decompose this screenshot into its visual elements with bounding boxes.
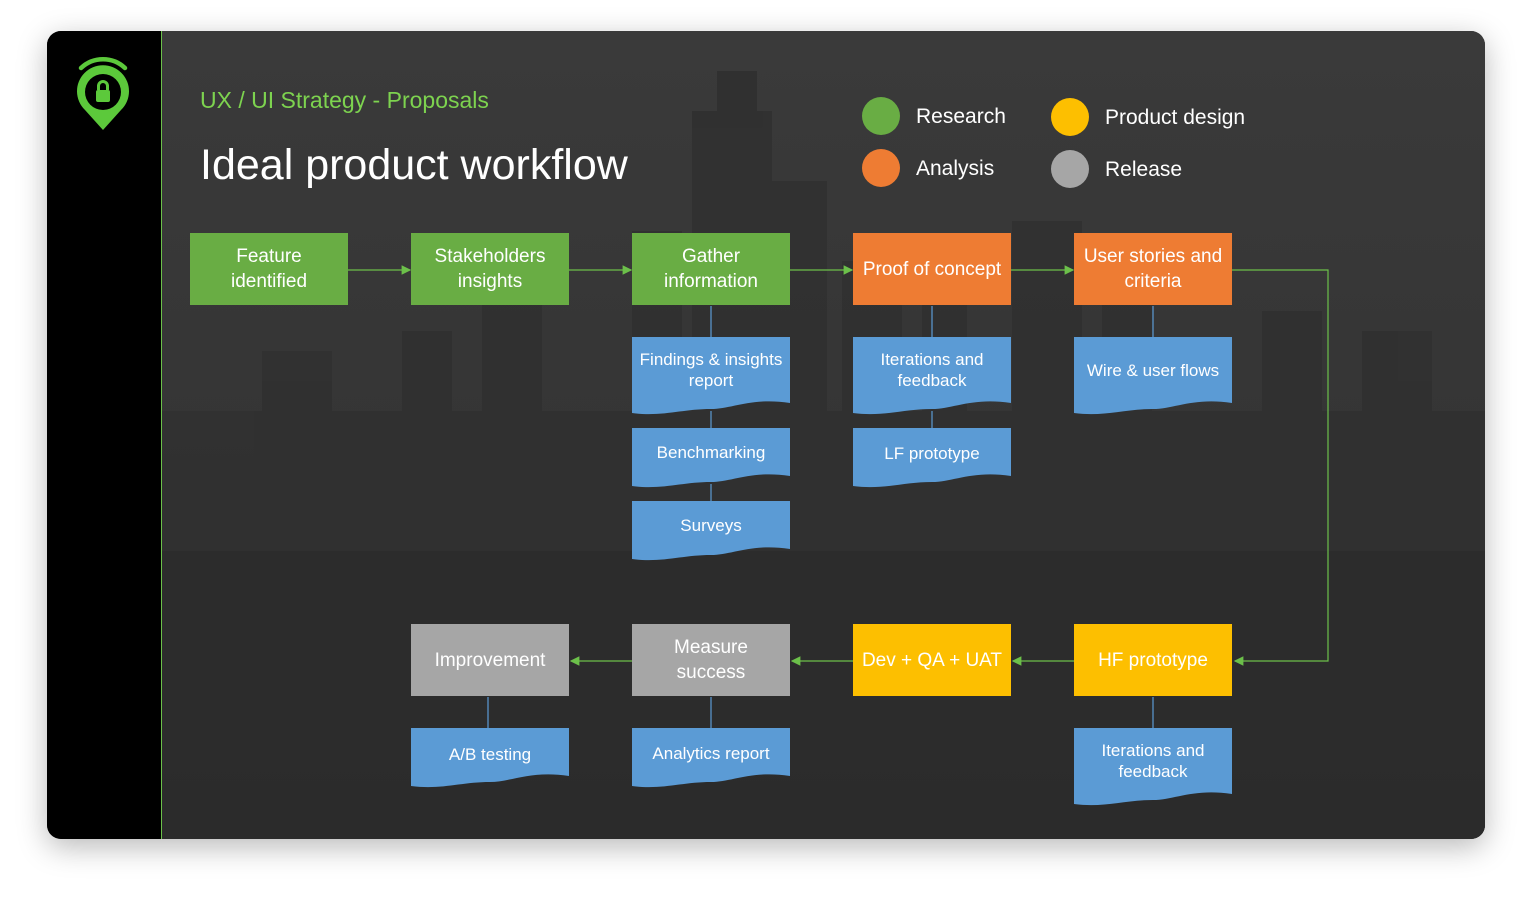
doc-iterations-feedback: Iterations and feedback — [1074, 728, 1232, 808]
doc-findings-report: Findings & insights report — [632, 337, 790, 417]
city-skyline-background — [162, 31, 1485, 839]
legend-label: Analysis — [916, 157, 995, 180]
doc-label: Wire & user flows — [1086, 360, 1220, 380]
step-feature-identified: Feature identified — [190, 233, 348, 305]
doc-label: Iterations and feedback — [880, 350, 984, 390]
doc-label: Analytics report — [652, 743, 770, 763]
document-shape — [632, 501, 790, 561]
document-shape — [853, 337, 1011, 415]
slide-content: UX / UI Strategy - Proposals Ideal produ… — [162, 31, 1485, 839]
legend-label: Product design — [1105, 106, 1246, 129]
doc-surveys: Surveys — [632, 501, 790, 563]
slide-subtitle: UX / UI Strategy - Proposals — [200, 87, 489, 113]
step-hf-prototype: HF prototype — [1074, 624, 1232, 696]
doc-label: Benchmarking — [656, 442, 766, 462]
sidebar — [47, 31, 162, 839]
doc-benchmarking: Benchmarking — [632, 428, 790, 490]
step-improvement: Improvement — [411, 624, 569, 696]
step-proof-of-concept: Proof of concept — [853, 233, 1011, 305]
document-shape — [632, 337, 790, 415]
document-shape — [1074, 337, 1232, 415]
flow-connectors — [348, 265, 1329, 728]
slide-card: UX / UI Strategy - Proposals Ideal produ… — [47, 31, 1485, 839]
legend-dot-research — [862, 97, 900, 135]
document-shape — [411, 728, 569, 788]
document-shape — [632, 428, 790, 488]
doc-label: LF prototype — [884, 443, 980, 463]
document-shape — [853, 428, 1011, 488]
document-shape — [1074, 728, 1232, 806]
doc-lf-prototype: LF prototype — [853, 428, 1011, 490]
connector — [1232, 269, 1329, 666]
legend-dot-product-design — [1051, 98, 1089, 136]
doc-analytics-report: Analytics report — [632, 728, 790, 790]
legend-dot-release — [1051, 150, 1089, 188]
step-gather-information: Gather information — [632, 233, 790, 305]
doc-label: Iterations and feedback — [1101, 741, 1205, 781]
step-stakeholders-insights: Stakeholders insights — [411, 233, 569, 305]
step-measure-success: Measure success — [632, 624, 790, 696]
doc-ab-testing: A/B testing — [411, 728, 569, 790]
doc-label: A/B testing — [448, 744, 532, 764]
slide-title: Ideal product workflow — [200, 141, 628, 189]
step-dev-qa-uat: Dev + QA + UAT — [853, 624, 1011, 696]
step-user-stories: User stories and criteria — [1074, 233, 1232, 305]
location-lock-signal-icon — [77, 57, 129, 130]
doc-iterations-feedback: Iterations and feedback — [853, 337, 1011, 417]
legend-label: Release — [1105, 158, 1183, 181]
doc-label: Findings & insights report — [639, 350, 783, 390]
legend-label: Research — [916, 105, 1006, 128]
doc-wire-user-flows: Wire & user flows — [1074, 337, 1232, 417]
document-shape — [632, 728, 790, 788]
doc-label: Surveys — [680, 515, 742, 535]
legend-dot-analysis — [862, 149, 900, 187]
